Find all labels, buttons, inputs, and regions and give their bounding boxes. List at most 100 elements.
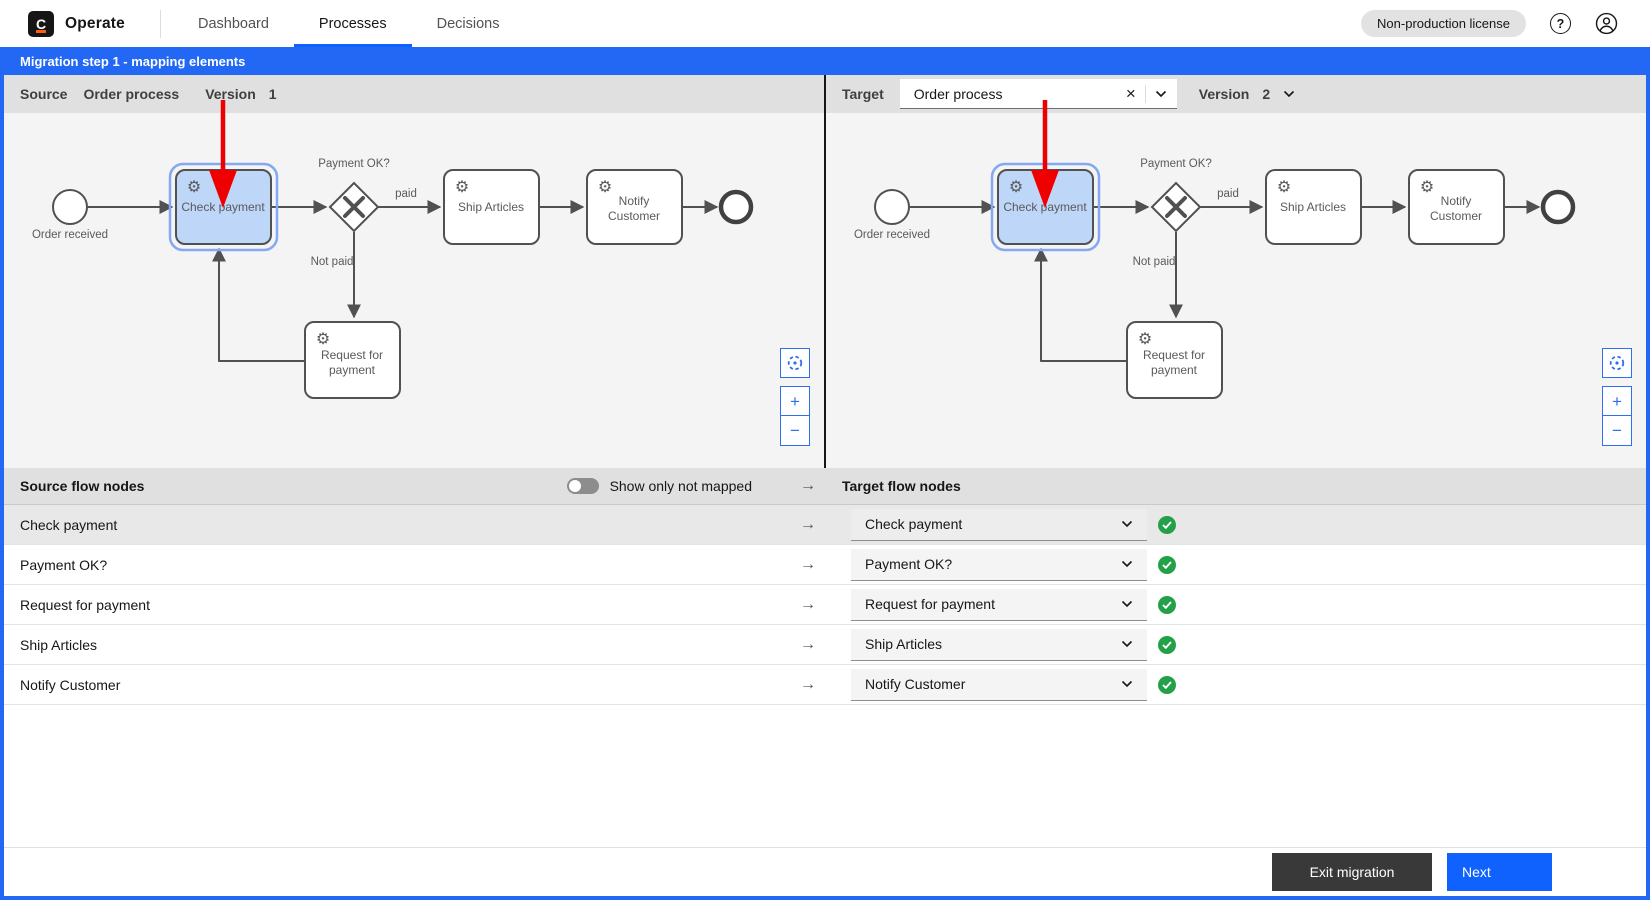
target-flow-node-select[interactable]: Ship Articles <box>851 628 1147 661</box>
source-version: Version 1 <box>205 86 276 102</box>
target-flow-nodes-heading: Target flow nodes <box>842 478 961 494</box>
selected-target-flow-node: Notify Customer <box>865 676 966 692</box>
check-payment-label: Check payment <box>1003 200 1087 214</box>
ship-articles-task[interactable] <box>1265 169 1362 245</box>
gateway-label: Payment OK? <box>1140 158 1212 170</box>
target-diagram[interactable]: Order received ⚙ Check payment Payment O… <box>826 113 1646 468</box>
service-task-icon: ⚙ <box>455 179 469 196</box>
check-payment-label: Check payment <box>181 200 265 214</box>
service-task-icon: ⚙ <box>1009 179 1023 196</box>
start-event-label: Order received <box>32 229 108 241</box>
nav-dashboard[interactable]: Dashboard <box>197 15 269 32</box>
bpmn-diagram: Order received ⚙ Check payment Payment O… <box>32 158 754 399</box>
request-payment-task[interactable] <box>1126 321 1223 399</box>
mapping-row[interactable]: Ship Articles → Ship Articles <box>4 625 1646 665</box>
diagram-controls: + − <box>780 348 810 446</box>
source-process-name: Order process <box>83 86 180 102</box>
mapped-check-icon <box>1158 555 1176 574</box>
notify-customer-task[interactable] <box>586 169 683 245</box>
clear-selection-icon[interactable]: × <box>1125 84 1136 103</box>
arrow-right-icon: → <box>800 515 816 533</box>
selected-target-flow-node: Request for payment <box>865 596 995 612</box>
arrow-right-icon: → <box>800 635 816 653</box>
start-event-label: Order received <box>854 229 930 241</box>
zoom-out-button[interactable]: − <box>781 416 809 445</box>
migration-step-banner: Migration step 1 - mapping elements <box>0 47 1650 75</box>
source-flow-node-name: Request for payment <box>20 596 150 613</box>
request-payment-task[interactable] <box>304 321 401 399</box>
zoom-in-button[interactable]: + <box>1603 387 1631 416</box>
top-bar: C Operate Dashboard Processes Decisions … <box>0 0 1650 47</box>
target-process-value: Order process <box>913 85 1003 102</box>
migration-frame: Source Order process Version 1 Orde <box>0 75 1650 900</box>
ship-articles-task[interactable] <box>443 169 540 245</box>
reset-view-button[interactable] <box>780 348 810 378</box>
selected-target-flow-node: Ship Articles <box>865 636 943 652</box>
target-flow-node-select[interactable]: Check payment <box>851 508 1147 541</box>
mapping-row[interactable]: Payment OK? → Payment OK? <box>4 545 1646 585</box>
zoom-out-button[interactable]: − <box>1603 416 1631 445</box>
chevron-down-icon <box>1121 640 1133 648</box>
source-flow-node-name: Ship Articles <box>20 636 98 653</box>
target-version-value: 2 <box>1262 86 1271 102</box>
selected-target-flow-node: Payment OK? <box>865 556 953 572</box>
target-process-combobox[interactable]: Order process × <box>899 79 1177 109</box>
gateway-x-icon <box>1165 196 1187 218</box>
arrow-right-icon: → <box>800 595 816 613</box>
target-flow-node-select[interactable]: Notify Customer <box>851 668 1147 701</box>
mapping-row[interactable]: Check payment → Check payment <box>4 505 1646 545</box>
mapping-row[interactable]: Request for payment → Request for paymen… <box>4 585 1646 625</box>
start-event[interactable] <box>52 189 88 225</box>
chevron-down-icon <box>1121 680 1133 688</box>
mapping-table-header: Source flow nodes Show only not mapped →… <box>4 468 1646 505</box>
start-event[interactable] <box>874 189 910 225</box>
crosshair-icon <box>787 355 803 371</box>
service-task-icon: ⚙ <box>1277 179 1291 196</box>
crosshair-icon <box>1609 355 1625 371</box>
end-event[interactable] <box>718 189 754 225</box>
nav-processes[interactable]: Processes <box>294 0 412 47</box>
source-panel-header: Source Order process Version 1 <box>4 75 824 113</box>
target-version-select[interactable]: Version 2 <box>1199 86 1295 102</box>
service-task-icon: ⚙ <box>187 179 201 196</box>
top-bar-right: Non-production license ? <box>1361 0 1650 47</box>
chevron-down-icon <box>1121 600 1133 608</box>
next-button[interactable]: Next <box>1447 853 1552 891</box>
selected-target-flow-node: Check payment <box>865 516 963 532</box>
target-flow-node-select[interactable]: Request for payment <box>851 588 1147 621</box>
empty-area <box>4 705 1646 847</box>
ship-articles-label: Ship Articles <box>1280 200 1346 214</box>
notify-customer-task[interactable] <box>1408 169 1505 245</box>
reset-view-button[interactable] <box>1602 348 1632 378</box>
source-label: Source <box>20 86 68 102</box>
diagram-panels: Source Order process Version 1 Orde <box>4 75 1646 468</box>
main-nav: Dashboard Processes Decisions <box>173 0 525 47</box>
end-event[interactable] <box>1540 189 1576 225</box>
paid-flow-label: paid <box>395 188 417 200</box>
exit-migration-button[interactable]: Exit migration <box>1272 853 1432 891</box>
source-flow-nodes-heading: Source flow nodes <box>20 478 145 494</box>
source-version-label: Version <box>205 86 256 102</box>
paid-flow-label: paid <box>1217 188 1239 200</box>
source-flow-node-name: Payment OK? <box>20 556 108 573</box>
source-diagram[interactable]: Order received ⚙ Check payment Payment O… <box>4 113 824 468</box>
show-only-not-mapped-toggle[interactable] <box>566 478 599 494</box>
chevron-down-icon <box>1121 560 1133 568</box>
bpmn-diagram: Order received ⚙ Check payment Payment O… <box>854 158 1576 399</box>
user-icon[interactable] <box>1595 12 1618 35</box>
mapping-row[interactable]: Notify Customer → Notify Customer <box>4 665 1646 705</box>
source-panel: Source Order process Version 1 Orde <box>4 75 824 468</box>
chevron-down-icon[interactable] <box>1155 90 1167 98</box>
flow-request-to-check <box>212 247 305 362</box>
zoom-in-button[interactable]: + <box>781 387 809 416</box>
help-icon[interactable]: ? <box>1550 13 1571 34</box>
target-flow-node-select[interactable]: Payment OK? <box>851 548 1147 581</box>
gateway-x-icon <box>343 196 365 218</box>
ship-articles-label: Ship Articles <box>458 200 524 214</box>
nav-decisions[interactable]: Decisions <box>436 15 500 32</box>
toggle-label: Show only not mapped <box>609 478 752 494</box>
